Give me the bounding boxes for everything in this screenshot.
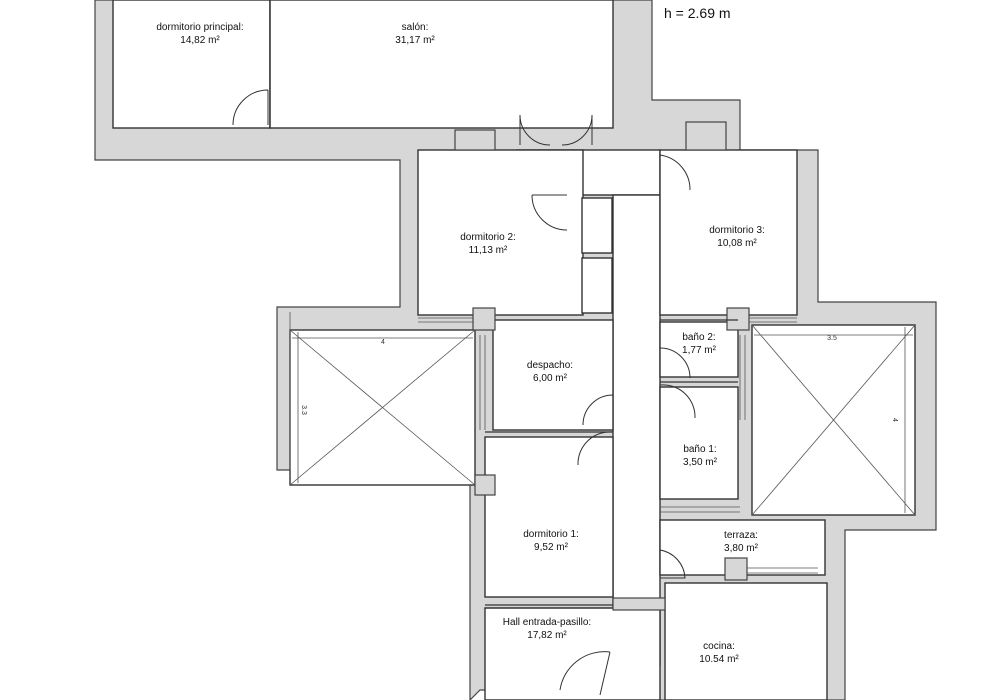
room-bano-2 — [659, 321, 739, 378]
room-name: baño 2: — [682, 332, 715, 343]
room-despacho — [492, 319, 614, 431]
patio-left-width: 4 — [381, 339, 385, 346]
room-area: 3,80 m² — [724, 543, 759, 554]
closet-2 — [581, 257, 613, 314]
room-label-bano-1: baño 1: 3,50 m² — [683, 444, 718, 468]
room-name: salón: — [402, 22, 429, 33]
room-label-terraza: terraza: 3,80 m² — [724, 530, 759, 554]
pillar — [726, 307, 750, 331]
room-name: terraza: — [724, 530, 758, 541]
main-corridor — [612, 194, 661, 666]
room-name: despacho: — [527, 360, 573, 371]
room-label-hall: Hall entrada-pasillo: 17,82 m² — [503, 617, 591, 641]
pillar — [474, 474, 496, 496]
height-note: h = 2.69 m — [664, 5, 731, 21]
patio-right-depth: 4 — [891, 418, 898, 422]
closet-1 — [581, 197, 613, 254]
room-area: 17,82 m² — [527, 630, 567, 641]
pillar — [724, 557, 748, 581]
room-label-dormitorio-3: dormitorio 3: 10,08 m² — [709, 225, 765, 249]
room-label-dormitorio-2: dormitorio 2: 11,13 m² — [460, 232, 516, 256]
pillar — [454, 129, 496, 151]
room-dormitorio-1 — [484, 436, 614, 598]
room-cocina — [664, 582, 828, 700]
room-area: 10,08 m² — [717, 238, 757, 249]
room-bano-1 — [659, 386, 739, 500]
room-area: 31,17 m² — [395, 35, 435, 46]
patio-left-depth: 3.3 — [300, 405, 307, 415]
room-dormitorio-principal — [112, 0, 271, 129]
patio-right-width: 3.5 — [827, 335, 837, 342]
room-area: 11,13 m² — [469, 245, 508, 256]
room-label-dormitorio-1: dormitorio 1: 9,52 m² — [523, 529, 579, 553]
room-name: cocina: — [703, 641, 735, 652]
room-name: dormitorio 1: — [523, 529, 579, 540]
room-label-despacho: despacho: 6,00 m² — [527, 360, 573, 384]
room-salon — [269, 0, 614, 129]
room-hall — [484, 607, 661, 700]
room-name: Hall entrada-pasillo: — [503, 617, 591, 628]
room-area: 6,00 m² — [533, 373, 568, 384]
room-dormitorio-3 — [659, 149, 798, 316]
room-name: dormitorio 2: — [460, 232, 516, 243]
room-area: 10.54 m² — [699, 654, 739, 665]
room-area: 14,82 m² — [180, 35, 220, 46]
pillar — [472, 307, 496, 331]
room-label-salon: salón: 31,17 m² — [395, 22, 435, 46]
room-label-bano-2: baño 2: 1,77 m² — [682, 332, 717, 356]
room-name: baño 1: — [683, 444, 716, 455]
room-label-dormitorio-principal: dormitorio principal: 14,82 m² — [156, 22, 243, 46]
wall-segment — [612, 597, 666, 611]
room-area: 1,77 m² — [682, 345, 717, 356]
room-area: 9,52 m² — [534, 542, 569, 553]
room-area: 3,50 m² — [683, 457, 718, 468]
room-name: dormitorio principal: — [156, 22, 243, 33]
room-dormitorio-2 — [417, 149, 584, 316]
room-name: dormitorio 3: — [709, 225, 765, 236]
pillar — [685, 121, 727, 151]
room-label-cocina: cocina: 10.54 m² — [699, 641, 739, 665]
